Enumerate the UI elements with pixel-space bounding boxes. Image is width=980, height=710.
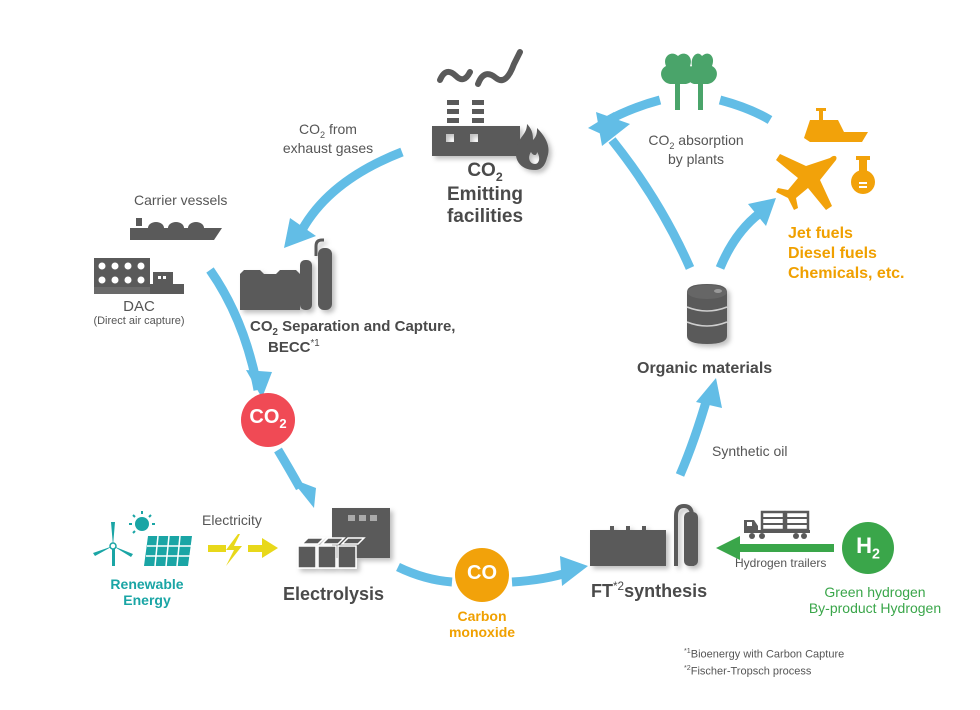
- label-co2-absorption: CO2 absorption by plants: [648, 132, 744, 168]
- node-ft-synthesis: FT*2synthesis: [591, 580, 708, 601]
- co2-badge: CO2: [249, 406, 287, 431]
- arrow-exhaust-to-capture: [298, 147, 404, 233]
- arrow-electrolysis-to-co: [396, 562, 453, 587]
- node-renewable-energy: Renewable Energy: [110, 576, 184, 609]
- arrowhead: [246, 370, 272, 398]
- label-electricity: Electricity: [202, 512, 262, 528]
- arrow-organic-to-emitting: [608, 137, 695, 270]
- node-hydrogen-sources: Green hydrogen By-product Hydrogen: [808, 584, 942, 617]
- hydrogen-arrow: [716, 536, 834, 560]
- ship-icon: [130, 218, 222, 240]
- truck-icon: [744, 510, 810, 539]
- airplane-icon: [776, 154, 837, 210]
- arrowhead: [588, 112, 614, 138]
- label-co2-from-exhaust: CO2 from exhaust gases: [282, 121, 374, 157]
- label-carrier-vessels: Carrier vessels: [134, 192, 228, 208]
- footnote-1: *1Bioenergy with Carbon Capture: [684, 647, 845, 661]
- co-badge: CO: [467, 562, 497, 584]
- co-badge-circle: [455, 548, 509, 602]
- sun-icon: [129, 511, 155, 534]
- footnote-2: *2Fischer-Tropsch process: [684, 664, 812, 678]
- dac-unit-icon: [94, 258, 184, 294]
- label-hydrogen-trailers: Hydrogen trailers: [735, 556, 827, 570]
- capture-plant-icon: [240, 238, 332, 310]
- node-organic-materials: Organic materials: [637, 360, 773, 377]
- barrel-icon: [686, 284, 728, 344]
- ft-plant-icon: [590, 503, 698, 566]
- label-synthetic-oil: Synthetic oil: [712, 443, 788, 459]
- node-dac: DAC (Direct air capture): [93, 298, 185, 328]
- arrowhead: [696, 378, 722, 408]
- label-carbon-monoxide: Carbon monoxide: [448, 608, 516, 641]
- node-co2-separation-capture: CO2 Separation and Capture, BECC*1: [250, 318, 456, 357]
- node-emitting-facilities: CO2 Emitting facilities: [446, 160, 524, 227]
- arrow-organic-to-fuels: [715, 209, 763, 270]
- renewable-icon: [93, 511, 192, 567]
- arrowhead: [284, 218, 316, 248]
- arrowhead: [290, 478, 316, 508]
- electrolysis-icon: [297, 508, 390, 569]
- flame-icon: [515, 124, 549, 170]
- factory-icon: [432, 49, 523, 156]
- trees-icon: [661, 53, 717, 110]
- flask-icon: [851, 156, 875, 194]
- wind-turbine-icon: [93, 522, 133, 566]
- ship-icon: [804, 108, 868, 142]
- arrow-plants-right: [718, 95, 773, 124]
- arrowhead: [748, 198, 776, 226]
- node-electrolysis: Electrolysis: [283, 584, 385, 604]
- co2-badge-circle: [241, 393, 295, 447]
- arrow-ft-to-organic: [675, 393, 713, 477]
- footnotes: *1Bioenergy with Carbon Capture *2Fische…: [684, 646, 844, 680]
- h2-badge-circle: [842, 522, 894, 574]
- node-fuels: Jet fuels Diesel fuels Chemicals, etc.: [788, 225, 905, 282]
- solar-panel-icon: [144, 535, 192, 567]
- h2-badge: H2: [856, 533, 880, 563]
- lightning-arrow-icon: [208, 534, 278, 566]
- arrowhead: [560, 556, 588, 586]
